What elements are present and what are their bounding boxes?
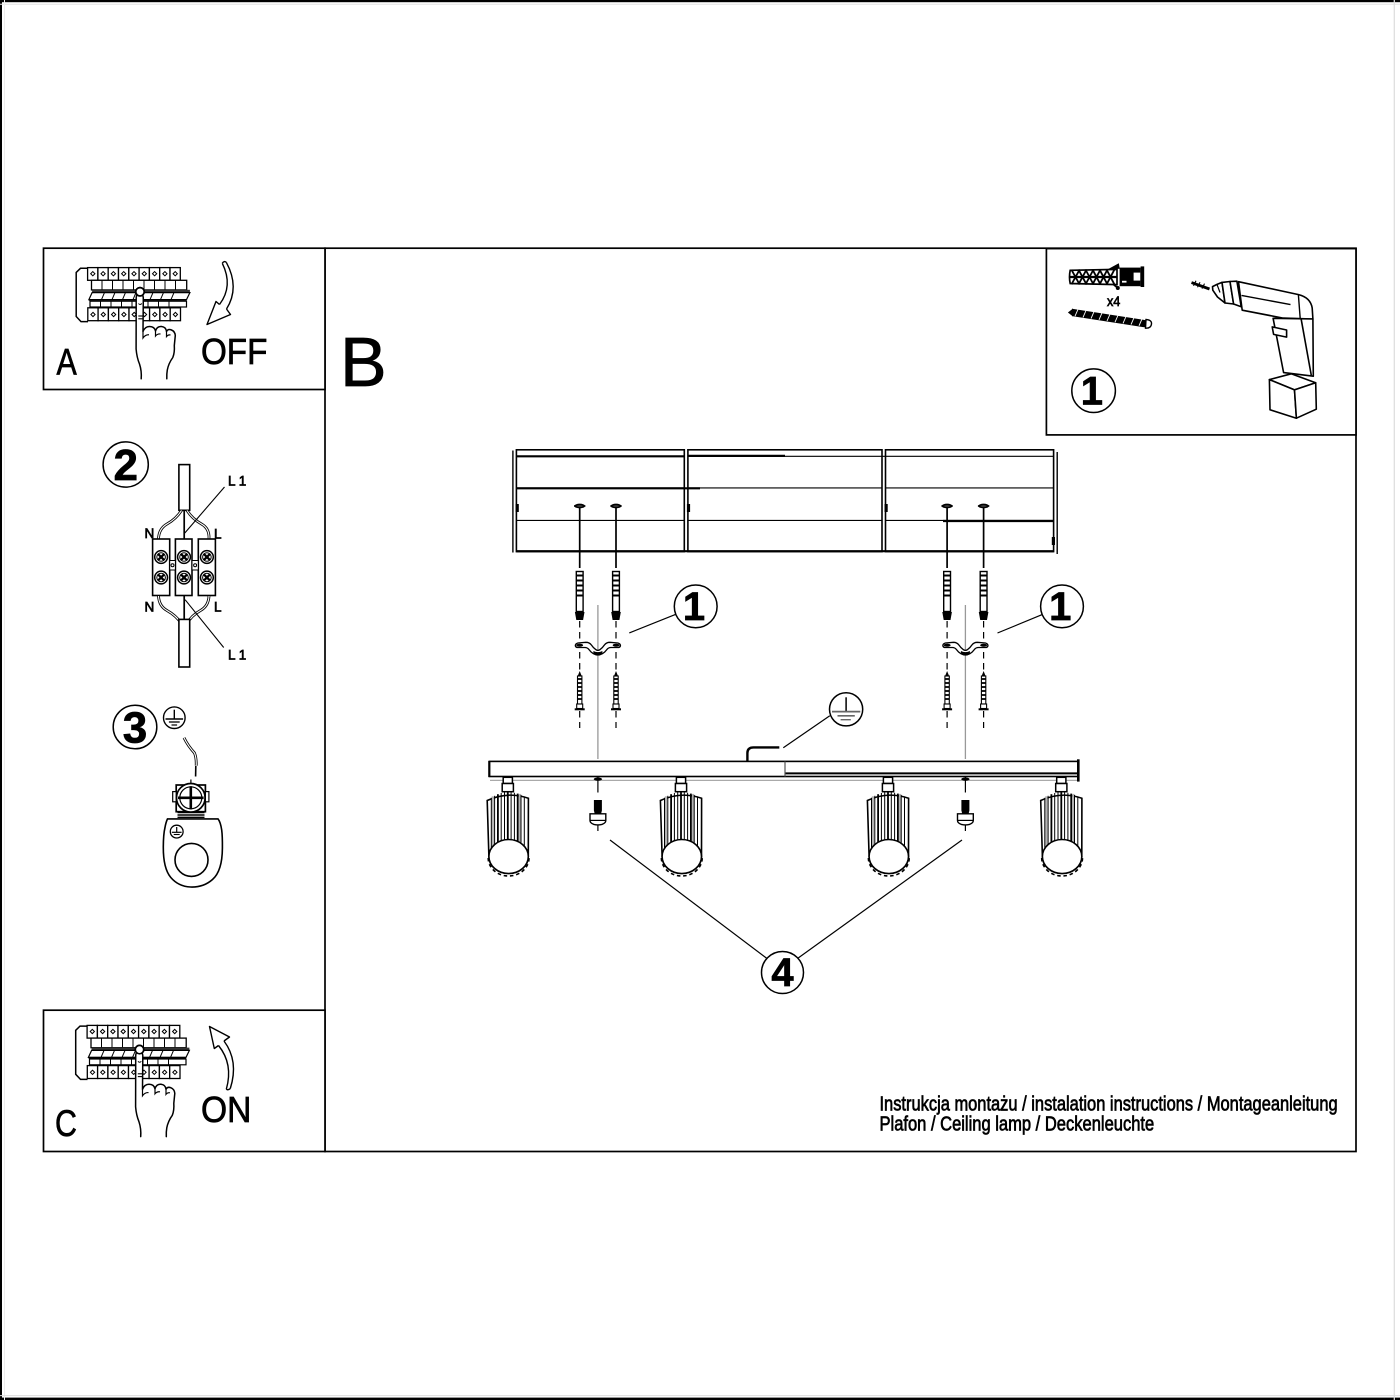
svg-text:x4: x4: [1107, 293, 1120, 309]
svg-text:ON: ON: [201, 1090, 251, 1131]
svg-text:L 1: L 1: [228, 648, 246, 663]
svg-text:1: 1: [683, 585, 705, 629]
svg-text:4: 4: [771, 951, 794, 995]
svg-text:OFF: OFF: [201, 332, 267, 373]
svg-text:3: 3: [123, 703, 147, 752]
svg-text:L: L: [214, 600, 222, 615]
svg-text:Instrukcja montażu / instalati: Instrukcja montażu / instalation instruc…: [879, 1092, 1337, 1115]
svg-text:L 1: L 1: [228, 474, 246, 489]
svg-text:N: N: [145, 526, 155, 541]
svg-text:1: 1: [1081, 370, 1103, 414]
svg-text:2: 2: [113, 441, 137, 490]
svg-text:1: 1: [1049, 585, 1071, 629]
svg-text:N: N: [145, 600, 155, 615]
svg-text:B: B: [340, 323, 387, 401]
svg-text:C: C: [55, 1103, 77, 1145]
svg-text:A: A: [57, 342, 78, 384]
svg-text:Plafon / Ceiling lamp / Decken: Plafon / Ceiling lamp / Deckenleuchte: [880, 1112, 1155, 1135]
svg-text:L: L: [214, 527, 222, 542]
